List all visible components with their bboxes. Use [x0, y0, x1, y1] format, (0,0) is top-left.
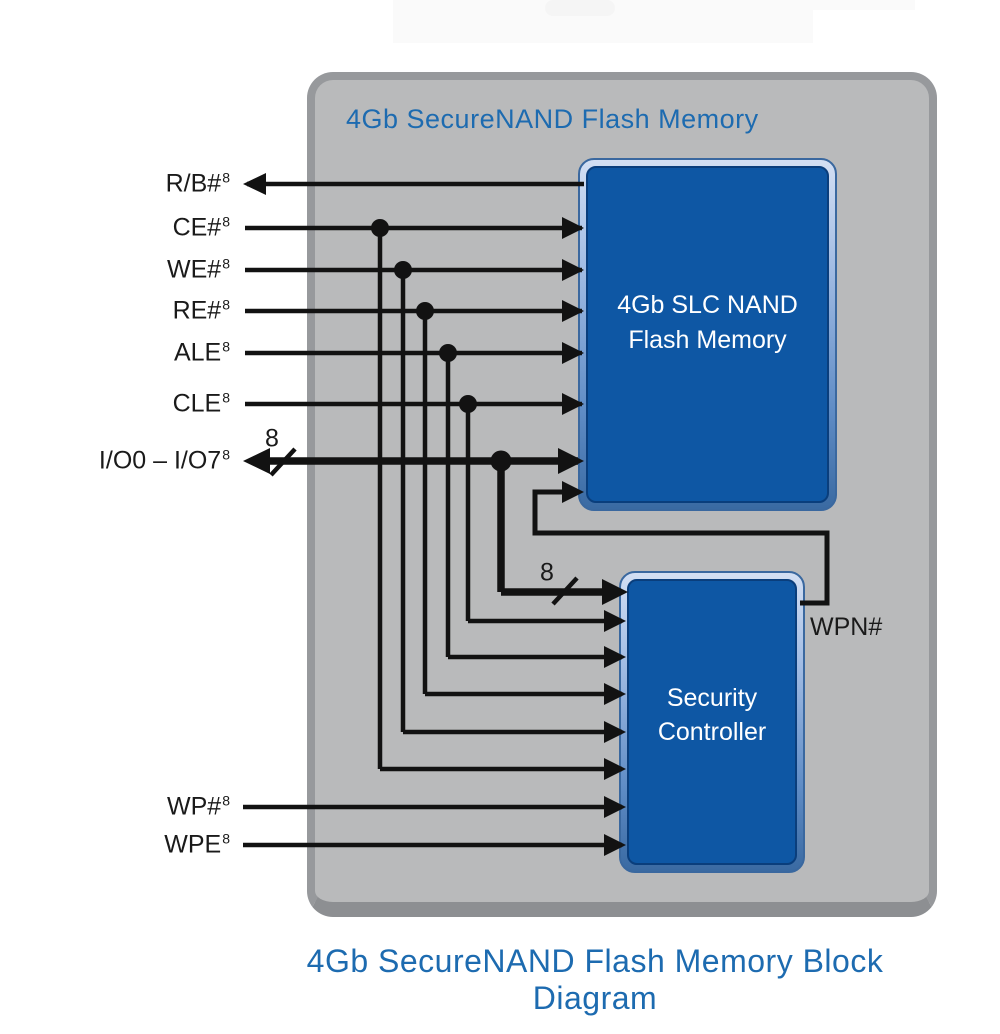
security-controller-label: Security Controller [627, 579, 797, 865]
signal-label-wp: WP#8 [16, 793, 230, 822]
signal-label-re: RE#8 [16, 297, 230, 326]
diagram-caption: 4Gb SecureNAND Flash Memory Block Diagra… [306, 943, 884, 1016]
signal-label-wpe: WPE8 [16, 831, 230, 860]
signal-text: CE# [172, 213, 222, 242]
signal-text: WP# [167, 792, 222, 821]
signal-sup: 8 [222, 169, 230, 186]
signal-text: WPE [164, 830, 222, 859]
bus-width-label-sc: 8 [540, 558, 554, 587]
signal-label-we: WE#8 [16, 256, 230, 285]
signal-sup: 8 [222, 792, 230, 809]
signal-sup: 8 [222, 830, 230, 847]
signal-label-cle: CLE8 [16, 390, 230, 419]
signal-text: I/O0 – I/O7 [98, 446, 222, 475]
signal-label-io: I/O0 – I/O78 [16, 447, 230, 476]
sc-line2: Controller [657, 718, 767, 746]
signal-label-ce: CE#8 [16, 214, 230, 243]
nand-line2: Flash Memory [628, 325, 787, 354]
security-controller-block: Security Controller [619, 571, 805, 873]
bus-width-label-left: 8 [265, 424, 279, 453]
signal-label-ale: ALE8 [16, 339, 230, 368]
top-artifact [630, 0, 915, 10]
signal-text: CLE [172, 389, 222, 418]
signal-sup: 8 [222, 446, 230, 463]
nand-block: 4Gb SLC NAND Flash Memory [578, 158, 837, 511]
signal-sup: 8 [222, 255, 230, 272]
signal-sup: 8 [222, 213, 230, 230]
signal-label-rb: R/B#8 [16, 170, 230, 199]
panel-title: 4Gb SecureNAND Flash Memory [346, 104, 759, 134]
signal-text: ALE [173, 338, 222, 367]
signal-sup: 8 [222, 338, 230, 355]
wpn-label: WPN# [810, 613, 883, 641]
signal-text: R/B# [165, 169, 222, 198]
nand-line1: 4Gb SLC NAND [617, 291, 798, 319]
signal-sup: 8 [222, 389, 230, 406]
signal-text: WE# [167, 255, 222, 284]
signal-sup: 8 [222, 296, 230, 313]
nand-block-label: 4Gb SLC NAND Flash Memory [586, 166, 829, 503]
top-artifact [545, 0, 615, 16]
sc-line1: Security [666, 683, 758, 712]
signal-text: RE# [172, 296, 222, 325]
